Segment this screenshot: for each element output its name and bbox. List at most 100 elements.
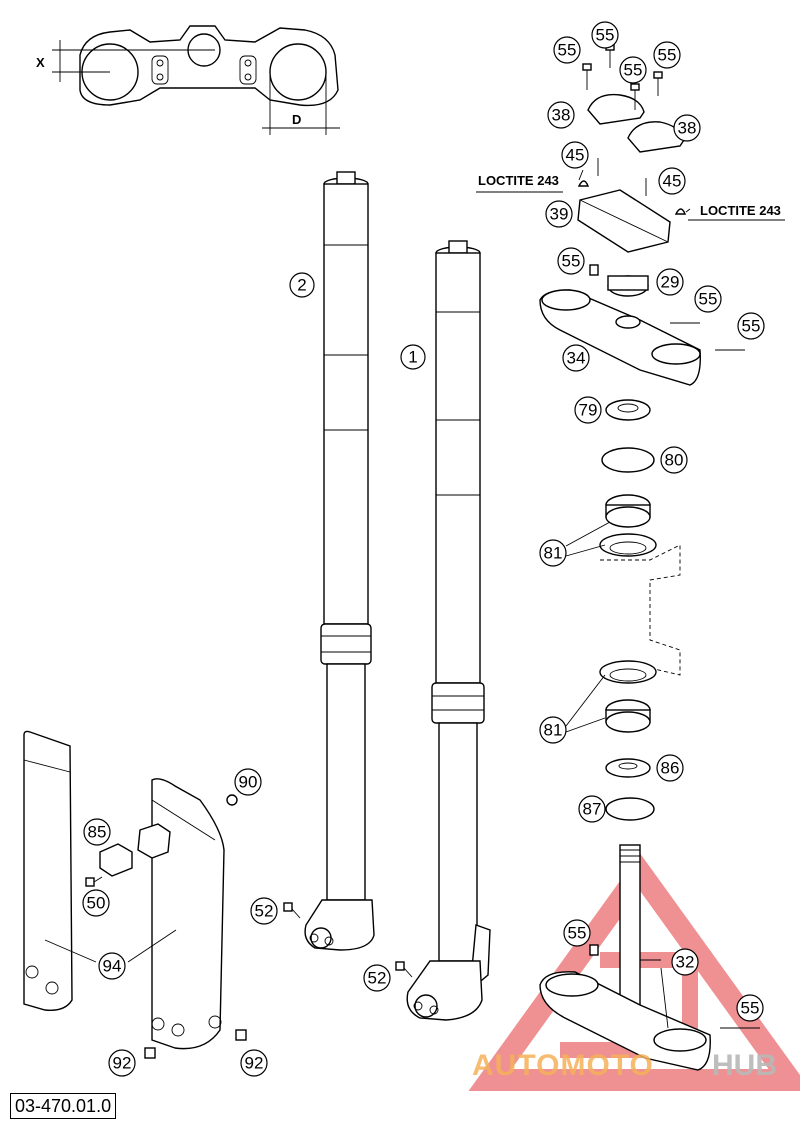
callout-38a: 38 [547, 101, 575, 129]
callout-38b: 38 [673, 114, 701, 142]
callout-55g: 55 [737, 312, 765, 340]
svg-text:55: 55 [562, 252, 581, 271]
leader-lines [44, 169, 691, 1029]
callout-55e: 55 [557, 247, 585, 275]
svg-text:92: 92 [113, 1054, 132, 1073]
callout-85: 85 [83, 818, 111, 846]
callout-52a: 52 [250, 897, 278, 925]
bolt-52-left [283, 902, 301, 919]
svg-text:86: 86 [661, 759, 680, 778]
bearing-lower [605, 699, 651, 733]
callout-92b: 92 [240, 1049, 268, 1077]
callout-1: 1 [400, 344, 426, 370]
svg-text:45: 45 [663, 172, 682, 191]
callout-55d: 55 [653, 41, 681, 69]
callout-55b: 55 [591, 21, 619, 49]
dust-seal-79 [605, 399, 651, 421]
callout-52b: 52 [363, 964, 391, 992]
bolt-52-right [395, 961, 413, 978]
fork-guard-right [151, 778, 225, 1050]
document-number: 03-470.01.0 [10, 1093, 117, 1119]
svg-text:81: 81 [544, 544, 563, 563]
svg-text:81: 81 [544, 721, 563, 740]
loctite-label-right: LOCTITE 243 [700, 203, 781, 218]
seal-86 [605, 758, 651, 778]
callout-45a: 45 [561, 141, 589, 169]
fork-leg-left [304, 171, 375, 951]
callout-55c: 55 [619, 56, 647, 84]
svg-text:92: 92 [245, 1054, 264, 1073]
callout-50: 50 [82, 889, 110, 917]
nut-90 [226, 794, 238, 806]
svg-text:39: 39 [550, 205, 569, 224]
callout-92a: 92 [108, 1049, 136, 1077]
handlebar-clamp-left [587, 93, 645, 125]
lower-triple-clamp [539, 844, 760, 1071]
fork-guard-left [23, 730, 73, 1011]
svg-text:55: 55 [741, 999, 760, 1018]
svg-text:94: 94 [103, 957, 122, 976]
bar-mount-plate [577, 189, 671, 253]
svg-text:55: 55 [699, 290, 718, 309]
callout-2: 2 [289, 272, 315, 298]
top-clamp-dimension-detail [52, 25, 340, 135]
bearing-race-lower [599, 660, 657, 684]
callout-81b: 81 [539, 716, 567, 744]
upper-triple-clamp [539, 264, 745, 386]
callout-81a: 81 [539, 539, 567, 567]
svg-text:55: 55 [658, 46, 677, 65]
svg-text:55: 55 [596, 26, 615, 45]
o-ring-87 [605, 797, 655, 821]
svg-text:85: 85 [88, 823, 107, 842]
bearing-race-upper [599, 533, 657, 557]
svg-text:34: 34 [567, 349, 586, 368]
callout-55a: 55 [553, 36, 581, 64]
svg-text:29: 29 [661, 273, 680, 292]
set-screws [577, 158, 687, 215]
svg-text:55: 55 [558, 41, 577, 60]
callout-34: 34 [562, 344, 590, 372]
svg-text:2: 2 [297, 276, 306, 295]
svg-text:52: 52 [368, 969, 387, 988]
bolt-92-right [235, 1029, 247, 1041]
svg-text:80: 80 [665, 451, 684, 470]
brake-line-clip [99, 823, 171, 877]
watermark-text-primary: AUTOMOTO [472, 1049, 654, 1082]
svg-text:38: 38 [552, 106, 571, 125]
bolt-92-left [144, 1047, 156, 1059]
svg-text:1: 1 [408, 348, 417, 367]
o-ring-80 [601, 447, 655, 473]
svg-text:45: 45 [566, 146, 585, 165]
callout-45b: 45 [658, 167, 686, 195]
bolt-50 [85, 876, 103, 887]
svg-text:79: 79 [579, 401, 598, 420]
callout-32: 32 [671, 948, 699, 976]
dimension-label-x: X [36, 55, 45, 70]
loctite-label-left: LOCTITE 243 [478, 173, 559, 188]
svg-text:55: 55 [742, 317, 761, 336]
callout-29: 29 [656, 268, 684, 296]
fork-leg-right [406, 240, 491, 1021]
callout-55h: 55 [563, 919, 591, 947]
svg-text:55: 55 [624, 61, 643, 80]
callout-55f: 55 [694, 285, 722, 313]
svg-text:38: 38 [678, 119, 697, 138]
dimension-label-d: D [292, 112, 301, 127]
svg-text:90: 90 [239, 773, 258, 792]
callout-80: 80 [660, 446, 688, 474]
svg-text:32: 32 [676, 953, 695, 972]
svg-text:52: 52 [255, 902, 274, 921]
callout-90: 90 [234, 768, 262, 796]
svg-text:87: 87 [583, 800, 602, 819]
callout-87: 87 [578, 795, 606, 823]
callout-86: 86 [656, 754, 684, 782]
svg-text:50: 50 [87, 894, 106, 913]
watermark-text-secondary: HUB [712, 1049, 777, 1082]
callout-55i: 55 [736, 994, 764, 1022]
callout-79: 79 [574, 396, 602, 424]
bearing-upper [605, 494, 651, 528]
callout-94: 94 [98, 952, 126, 980]
svg-text:55: 55 [568, 924, 587, 943]
callout-39: 39 [545, 200, 573, 228]
